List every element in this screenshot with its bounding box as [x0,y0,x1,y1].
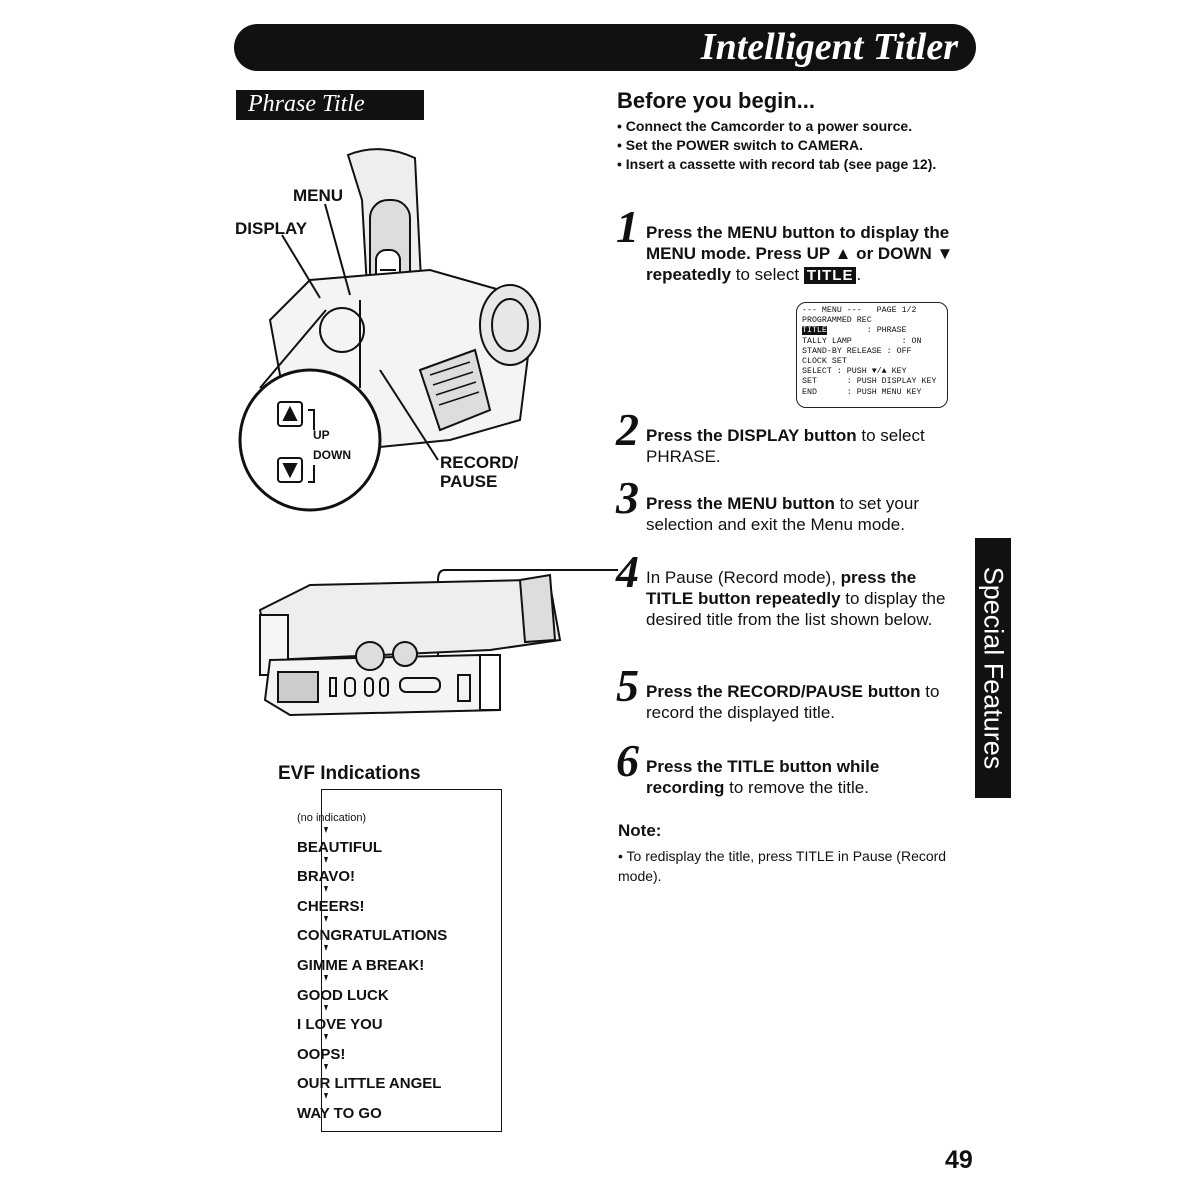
before-item: Insert a cassette with record tab (see p… [617,155,936,174]
step-bold: Press the DISPLAY button [646,426,857,445]
step-1: 1 Press the MENU button to display the M… [616,204,976,286]
evf-item: GIMME A BREAK! [297,956,447,986]
menu-line: END : PUSH MENU KEY [802,387,922,397]
section-title-box: Phrase Title [236,90,424,120]
step-number: 2 [616,404,639,455]
step-bold: Press the MENU button to display the MEN… [646,223,954,284]
pause-label: PAUSE [440,472,498,491]
menu-line: PROGRAMMED REC [802,316,872,326]
header-banner: Intelligent Titler [234,24,976,71]
menu-line: CLOCK SET [802,357,847,367]
note-heading: Note: [618,821,662,840]
side-tab: Special Features [975,538,1011,798]
evf-item: BRAVO! [297,867,447,897]
evf-item: CONGRATULATIONS [297,926,447,956]
step-2: 2 Press the DISPLAY button to select PHR… [616,407,976,467]
evf-item: BEAUTIFUL [297,838,447,868]
step-bold: Press the RECORD/PAUSE button [646,682,921,701]
step-number: 3 [616,472,639,523]
before-list: Connect the Camcorder to a power source.… [617,117,936,174]
note-text: • To redisplay the title, press TITLE in… [618,848,947,884]
menu-label: MENU [293,186,344,205]
step-text: to set your selection and exit the Menu … [646,494,920,534]
evf-item: OUR LITTLE ANGEL [297,1074,447,1104]
step-bold: press the TITLE button repeatedly [646,568,917,608]
step-number: 4 [616,546,639,597]
evf-item: GOOD LUCK [297,986,447,1016]
menu-line: SELECT : PUSH ▼/▲ KEY [802,367,907,377]
page-number: 49 [945,1146,973,1174]
step-text: In Pause (Record mode), [646,568,841,587]
evf-frame [321,789,502,1132]
evf-heading: EVF Indications [278,763,421,784]
step-text: to select [731,265,804,284]
step-number: 1 [616,201,639,252]
step-number: 6 [616,735,639,786]
step-text: to remove the title. [724,778,869,797]
step-text: . [856,265,862,284]
menu-line: : PHRASE [826,326,907,336]
up-label: UP [313,428,330,442]
menu-selected-title: TITLE [802,326,827,336]
menu-line: STAND-BY RELEASE : OFF [802,346,912,356]
section-title: Phrase Title [248,91,365,117]
evf-list: (no indication) BEAUTIFUL BRAVO! CHEERS!… [297,808,447,1134]
before-item: Connect the Camcorder to a power source. [617,117,936,136]
evf-item: I LOVE YOU [297,1015,447,1045]
step-5: 5 Press the RECORD/PAUSE button to recor… [616,663,976,723]
evf-item: OOPS! [297,1045,447,1075]
evf-item: (no indication) [297,808,447,838]
menu-line: SET : PUSH DISPLAY KEY [802,377,937,387]
step-text: to record the displayed title. [646,682,940,722]
display-label: DISPLAY [235,219,308,238]
menu-screen: --- MENU --- PAGE 1/2 PROGRAMMED REC TIT… [796,302,948,408]
before-heading: Before you begin... [617,88,816,113]
page-title: Intelligent Titler [700,26,958,68]
camcorder-side-illustration [258,569,618,717]
menu-line: TALLY LAMP : ON [802,336,922,346]
title-chip: TITLE [803,267,857,284]
step-4: 4 In Pause (Record mode), press the TITL… [616,549,951,630]
menu-line: --- MENU --- PAGE 1/2 [802,306,917,315]
record-label: RECORD/ [440,453,519,472]
down-label: DOWN [313,448,351,462]
step-number: 5 [616,660,639,711]
step-text: to select PHRASE. [646,426,925,466]
step-6: 6 Press the TITLE button while recording… [616,738,916,798]
evf-item: WAY TO GO [297,1104,382,1122]
before-item: Set the POWER switch to CAMERA. [617,136,936,155]
step-bold: Press the TITLE button while recording [646,757,880,797]
camcorder-top-illustration [238,148,541,512]
evf-item: CHEERS! [297,897,447,927]
side-tab-label: Special Features [978,566,1009,770]
step-bold: Press the MENU button [646,494,835,513]
step-3: 3 Press the MENU button to set your sele… [616,475,976,535]
step-text: to display the desired title from the li… [646,589,946,629]
